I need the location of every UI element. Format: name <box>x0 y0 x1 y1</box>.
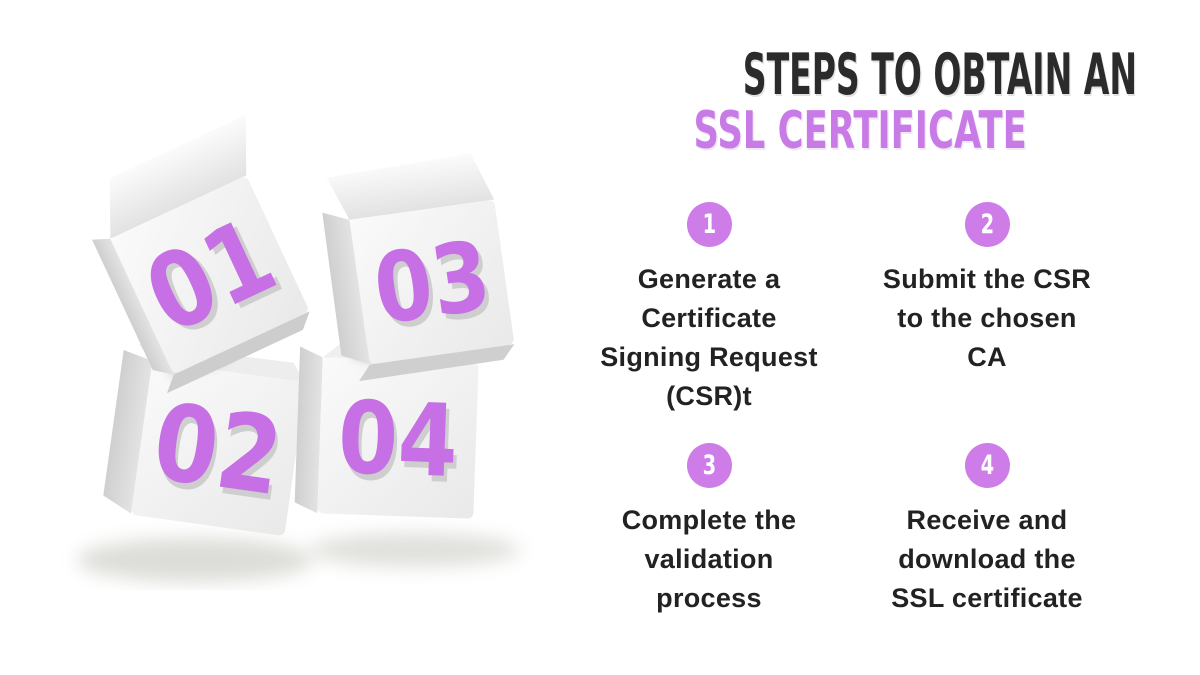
step-2-number: 2 <box>980 209 994 240</box>
step-1-line: Generate a <box>637 264 781 294</box>
step-1-text: Generate a Certificate Signing Request (… <box>578 260 840 416</box>
step-4-badge: 4 <box>964 443 1010 488</box>
step-1-card: 1 Generate a Certificate Signing Request… <box>578 202 840 416</box>
step-3-card: 3 Complete the validation process <box>578 443 840 618</box>
cubes-illustration: 02 02 04 04 01 01 <box>77 114 520 582</box>
cube-04-front-face <box>317 357 479 519</box>
cube-02-side-face <box>103 349 153 514</box>
step-2-line: Submit the CSR <box>882 264 1092 294</box>
shadow-under-cube-04 <box>310 533 520 567</box>
cube-04-number-shadow: 04 <box>339 385 463 506</box>
cube-01-bottom-face <box>166 311 310 394</box>
step-3-line: process <box>656 583 762 613</box>
cube-03-side-face <box>322 212 370 365</box>
step-2-badge: 2 <box>964 202 1010 247</box>
step-3-badge: 3 <box>686 443 732 488</box>
step-4-line: download the <box>898 544 1076 574</box>
step-4-number: 4 <box>980 450 994 481</box>
cube-02: 02 02 <box>103 343 306 536</box>
shadow-under-cube-02 <box>77 538 313 582</box>
cube-03-front-face <box>350 200 514 364</box>
page-title-line1: STEPS TO OBTAIN AN <box>742 42 1138 108</box>
step-2-card: 2 Submit the CSR to the chosen CA <box>856 202 1118 377</box>
cube-03-number-text: 03 <box>368 221 497 347</box>
step-2-text: Submit the CSR to the chosen CA <box>856 260 1118 377</box>
cube-01-top-face <box>109 114 247 239</box>
step-4-card: 4 Receive and download the SSL certifica… <box>856 443 1118 618</box>
page-title-line2: SSL CERTIFICATE <box>693 101 1027 161</box>
step-1-line: (CSR)t <box>666 381 752 411</box>
step-3-line: Complete the <box>621 505 797 535</box>
ground-shadows <box>77 533 520 582</box>
step-3-line: validation <box>644 544 774 574</box>
cube-03-number-shadow: 03 <box>372 226 501 352</box>
cube-02-number-shadow: 02 <box>149 387 292 527</box>
cube-01: 01 01 <box>91 114 310 394</box>
cube-02-number-text: 02 <box>146 380 289 520</box>
step-1-number: 1 <box>702 209 716 240</box>
cube-01-front-face <box>112 177 308 373</box>
step-1-line: Certificate <box>641 303 777 333</box>
cube-01-side-face <box>91 238 174 375</box>
cube-04-number-text: 04 <box>336 379 460 500</box>
cube-03-top-face <box>326 153 495 220</box>
cube-03: 03 03 <box>322 153 515 382</box>
page-header: STEPS TO OBTAIN AN SSL CERTIFICATE <box>600 47 1137 161</box>
cube-03-bottom-face <box>359 344 515 382</box>
cube-03-number: 03 03 <box>368 221 502 353</box>
step-4-text: Receive and download the SSL certificate <box>856 501 1118 618</box>
step-1-badge: 1 <box>686 202 732 247</box>
cube-04-side-face <box>294 346 323 514</box>
cube-02-front-face <box>131 361 306 536</box>
step-3-text: Complete the validation process <box>578 501 840 618</box>
step-2-line: CA <box>967 342 1007 372</box>
step-4-line: SSL certificate <box>891 583 1083 613</box>
step-1-line: Signing Request <box>600 342 818 372</box>
step-3-number: 3 <box>702 450 716 481</box>
cube-04-number: 04 04 <box>336 379 463 506</box>
cube-02-number: 02 02 <box>146 380 292 527</box>
step-2-line: to the chosen <box>897 303 1077 333</box>
step-4-line: Receive and <box>906 505 1068 535</box>
